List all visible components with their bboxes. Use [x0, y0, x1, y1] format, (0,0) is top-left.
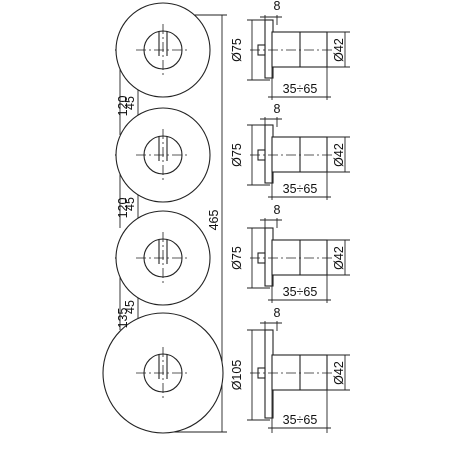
- total-height-label: 465: [207, 210, 221, 231]
- side-view-4: 8 Ø105 Ø42 35÷65: [230, 306, 350, 433]
- knob-2: [136, 129, 190, 181]
- side-view-1: 8 Ø75 Ø42 35÷65: [230, 0, 350, 100]
- front-view: 120 120 135 45 45 45 465: [102, 2, 227, 434]
- knob-3: [136, 232, 190, 284]
- side-2-top-label: 8: [274, 102, 281, 116]
- spacing-label-1: 120: [116, 96, 130, 117]
- gap-label-3: 45: [123, 300, 137, 314]
- side-3-plate-label: Ø75: [230, 246, 244, 270]
- side-3-body-label: Ø42: [332, 246, 346, 270]
- side-view-2: 8 Ø75 Ø42 35÷65: [230, 102, 350, 200]
- side-1-plate-label: Ø75: [230, 38, 244, 62]
- side-4-depth-label: 35÷65: [283, 413, 318, 427]
- knob-1: [136, 24, 190, 76]
- spacing-label-2: 120: [116, 198, 130, 219]
- gap-label-2: 45: [123, 197, 137, 211]
- side-1-depth-label: 35÷65: [283, 82, 318, 96]
- side-2-plate-label: Ø75: [230, 143, 244, 167]
- spacing-label-3: 135: [116, 308, 130, 329]
- side-1-body-label: Ø42: [332, 38, 346, 62]
- side-1-top-label: 8: [274, 0, 281, 13]
- knob-4: [136, 347, 190, 399]
- side-4-plate-label: Ø105: [230, 360, 244, 391]
- side-3-top-label: 8: [274, 203, 281, 217]
- side-view-3: 8 Ø75 Ø42 35÷65: [230, 203, 350, 303]
- side-2-body-label: Ø42: [332, 143, 346, 167]
- gap-label-1: 45: [123, 96, 137, 110]
- side-2-depth-label: 35÷65: [283, 182, 318, 196]
- side-4-body-label: Ø42: [332, 361, 346, 385]
- side-4-top-label: 8: [274, 306, 281, 320]
- side-3-depth-label: 35÷65: [283, 285, 318, 299]
